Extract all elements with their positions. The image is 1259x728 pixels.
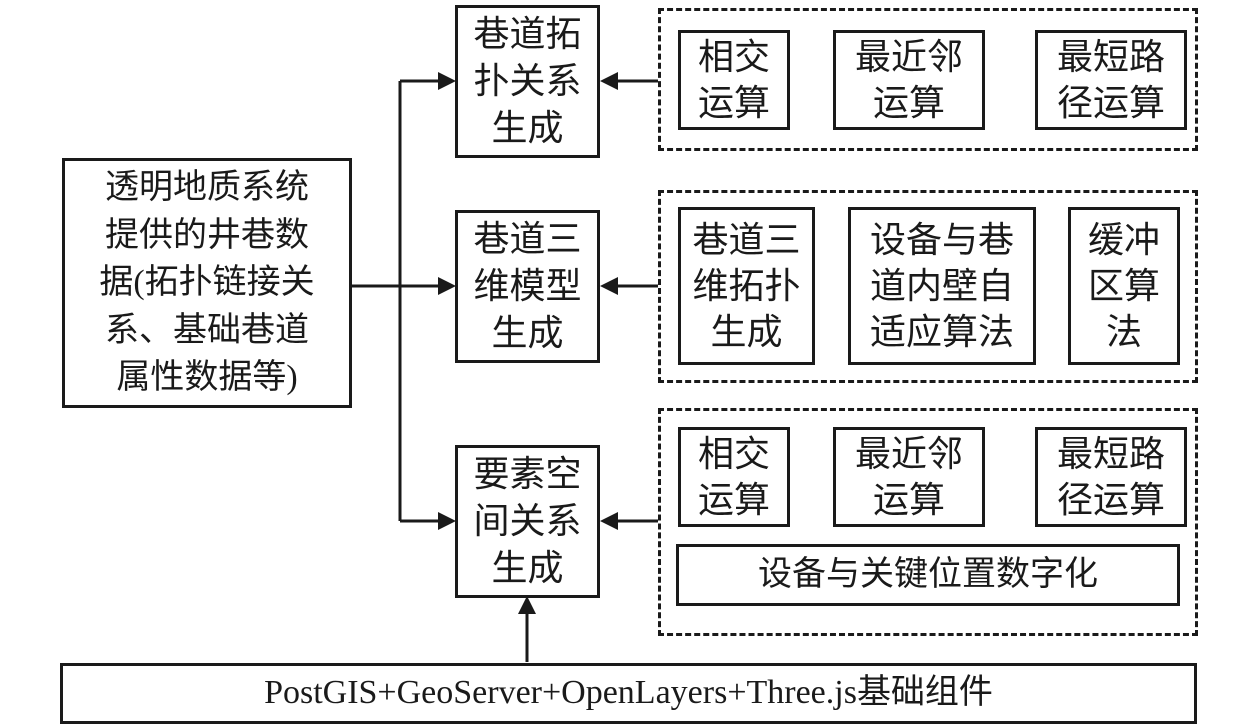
arrowhead-right-icon	[438, 277, 456, 295]
arrowhead-right-icon	[438, 72, 456, 90]
algorithm-box: 最近邻运算	[833, 30, 985, 130]
algorithm-label: 最近邻运算	[854, 36, 963, 123]
digitization-box: 设备与关键位置数字化	[676, 544, 1180, 606]
arrowhead-up-icon	[518, 596, 536, 614]
base-components-label: PostGIS+GeoServer+OpenLayers+Three.js基础组…	[264, 674, 993, 712]
algorithm-label: 最近邻运算	[854, 433, 963, 520]
process-box-spatial-relation-generation: 要素空间关系生成	[455, 445, 600, 598]
process-box-topology-generation: 巷道拓扑关系生成	[455, 5, 600, 158]
algorithm-box: 设备与巷道内壁自适应算法	[848, 207, 1036, 365]
arrowhead-right-icon	[438, 512, 456, 530]
algorithm-box: 缓冲区算法	[1068, 207, 1180, 365]
process-box-label: 要素空间关系生成	[473, 454, 582, 588]
source-data-box: 透明地质系统提供的井巷数据(拓扑链接关系、基础巷道属性数据等)	[62, 158, 352, 408]
algorithm-label: 相交运算	[697, 36, 770, 123]
algorithm-label: 巷道三维拓扑生成	[692, 219, 801, 353]
algorithm-box: 巷道三维拓扑生成	[678, 207, 815, 365]
arrowhead-left-icon	[600, 72, 618, 90]
process-box-label: 巷道三维模型生成	[473, 219, 582, 353]
process-box-label: 巷道拓扑关系生成	[473, 14, 582, 148]
arrowhead-left-icon	[600, 512, 618, 530]
algorithm-label: 设备与巷道内壁自适应算法	[869, 219, 1014, 353]
algorithm-box: 相交运算	[678, 30, 790, 130]
algorithm-label: 最短路径运算	[1056, 36, 1165, 123]
arrowhead-left-icon	[600, 277, 618, 295]
algorithm-label: 相交运算	[697, 433, 770, 520]
algorithm-label: 最短路径运算	[1056, 433, 1165, 520]
process-box-3d-model-generation: 巷道三维模型生成	[455, 210, 600, 363]
algorithm-box: 最短路径运算	[1035, 427, 1187, 527]
algorithm-box: 最短路径运算	[1035, 30, 1187, 130]
algorithm-box: 最近邻运算	[833, 427, 985, 527]
source-data-label: 透明地质系统提供的井巷数据(拓扑链接关系、基础巷道属性数据等)	[99, 169, 315, 397]
algorithm-label: 缓冲区算法	[1087, 219, 1160, 353]
algorithm-box: 相交运算	[678, 427, 790, 527]
digitization-label: 设备与关键位置数字化	[758, 555, 1098, 593]
base-components-box: PostGIS+GeoServer+OpenLayers+Three.js基础组…	[60, 663, 1197, 724]
